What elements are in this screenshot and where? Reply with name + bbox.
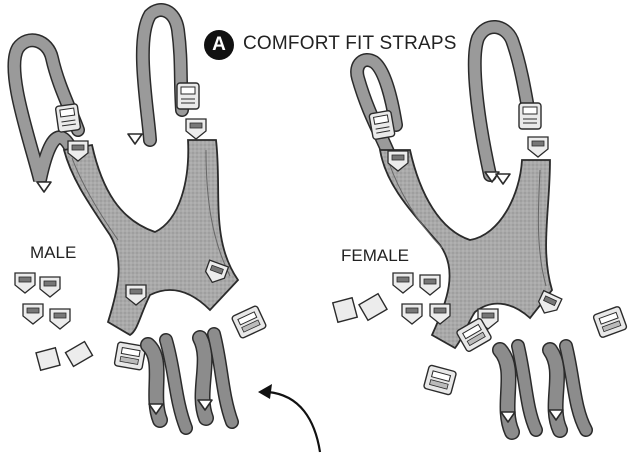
male-label: MALE xyxy=(30,243,76,263)
male-harness xyxy=(14,10,266,428)
title-badge: A xyxy=(204,30,234,60)
female-label: FEMALE xyxy=(341,246,409,266)
female-harness xyxy=(333,27,628,432)
pointer-arrow xyxy=(258,384,320,452)
diagram-title: COMFORT FIT STRAPS xyxy=(243,33,457,55)
